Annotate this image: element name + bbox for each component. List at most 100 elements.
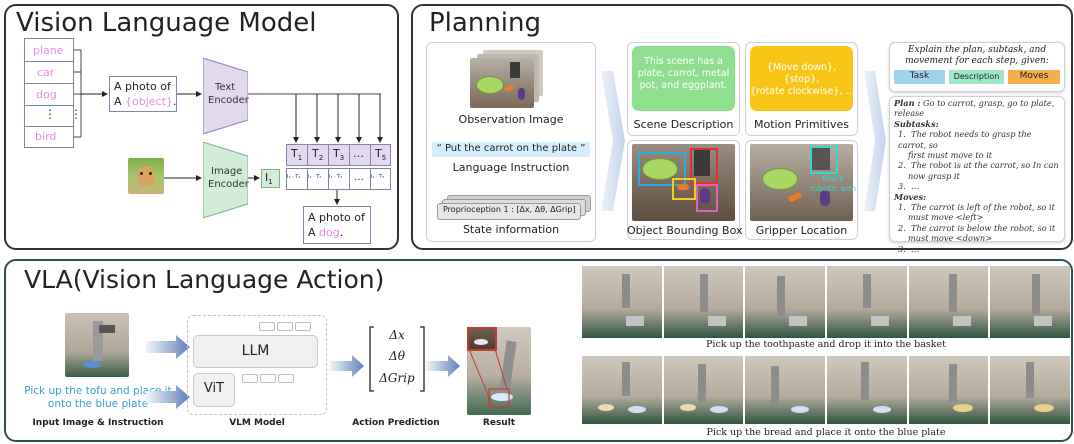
result-line2: A dog. (308, 226, 344, 239)
dog-photo (128, 158, 164, 194)
move-2-line-1: The carrot is below the robot, so it (911, 222, 1056, 233)
subtasks-label: Subtasks: (894, 118, 939, 129)
move-2-line-2: must move <down> (908, 233, 993, 244)
vlm-panel: Vision Language Model plane car dog ⋮ bi… (4, 4, 399, 250)
prompt-line2: A {object}. (114, 95, 177, 108)
gripper-photo (750, 144, 853, 221)
frame-bottom-4 (827, 356, 907, 424)
i1-token (261, 169, 280, 188)
frame-top-6 (990, 266, 1071, 338)
prompt-box (109, 76, 177, 112)
vla-result-label: Result (482, 418, 516, 428)
image-encoder-l2: Encoder (208, 179, 249, 190)
proprio-box (437, 203, 581, 220)
planning-flow-arrow-2 (864, 71, 886, 211)
motion-box (750, 46, 853, 111)
t-token-dots: … (353, 147, 364, 160)
planning-panel: Planning Observation Image “ Put the car… (411, 4, 1073, 254)
motion-line1: {Move down}, (766, 62, 837, 73)
image-encoder (203, 142, 248, 218)
t-row (286, 144, 391, 166)
vla-arrow-to-result (426, 355, 460, 377)
gripper-label: Gripper Location (755, 224, 848, 237)
plan-text: Go to carrot, grasp, go to plate, releas… (894, 98, 1055, 119)
motion-label: Motion Primitives (754, 118, 849, 131)
vla-instruction: Pick up the tofu and place it onto the b… (24, 385, 172, 410)
motion-line3: {rotate clockwise}, … (750, 86, 855, 97)
tag-task (894, 70, 945, 84)
subtask-3-line-1: … (911, 181, 920, 192)
i1-label: I (265, 171, 269, 184)
vlm-model-box (187, 315, 327, 415)
action-dx: Δx (389, 328, 405, 342)
vla-zoom-lines (468, 348, 510, 408)
frame-top-3 (745, 266, 826, 338)
label-dots: ⋮ (44, 107, 56, 121)
filmstrip-top (582, 266, 1071, 338)
prompt-line1: A photo of (114, 80, 171, 93)
vit-block (193, 373, 235, 407)
tag-moves (1008, 70, 1060, 84)
move-1-line-2: must move <left> (908, 212, 984, 223)
text-encoder-l2: Encoder (208, 95, 249, 106)
planning-title: Planning (429, 8, 541, 38)
instruction-label: Language Instruction (452, 161, 570, 174)
label-car: car (37, 66, 55, 79)
scene-label: Scene Description (633, 118, 734, 131)
side-dots: ⋮ (70, 107, 82, 121)
bbox-photo (632, 144, 735, 221)
tag-desc-text: Description (953, 72, 1000, 81)
bbox-label: Object Bounding Box (627, 224, 743, 237)
t-token-1: T1 (291, 147, 303, 163)
move-3-line-1: … (911, 243, 920, 254)
vla-input-photo (65, 313, 129, 377)
vlm-title: Vision Language Model (16, 8, 317, 38)
state-label: State information (462, 223, 560, 236)
tag-desc (949, 70, 1004, 84)
label-stack (24, 38, 74, 148)
product-2: I₁ · T₂ (308, 174, 322, 180)
result-box (303, 206, 371, 244)
text-encoder (203, 58, 248, 134)
output-answer: Plan : Go to carrot, grasp, go to plate,… (894, 98, 1062, 254)
action-label: Action Prediction (352, 418, 440, 428)
product-1: I₁ · T₁ (287, 174, 301, 180)
llm-block (193, 335, 318, 368)
frame-top-2 (663, 266, 744, 338)
vla-input-label: Input Image & Instruction (32, 418, 164, 428)
subtask-1-line-1: The robot needs to grasp the carrot, so (898, 129, 1032, 150)
output-prompt-header: Explain the plan, subtask, and movement … (905, 45, 1049, 66)
subtask-2-line-2: now grasp it (908, 170, 960, 181)
proprio-text: Proprioception 1 : [Δx, Δθ, ΔGrip] (443, 205, 576, 214)
frame-bottom-2 (663, 356, 744, 424)
label-bird: bird (35, 130, 57, 143)
observation-photo (470, 58, 534, 108)
motion-line2: {stop}, (783, 74, 820, 85)
gripper-overlay-text: Black robotic arm (809, 174, 857, 193)
product-dots: … (354, 172, 364, 183)
product-5: I₁ · T₅ (371, 174, 385, 180)
frame-bottom-6 (990, 356, 1071, 424)
scene-desc-text: This scene has a plate, carrot, metal po… (637, 56, 730, 91)
planning-flow-arrow-1 (601, 71, 625, 211)
product-3: I₁ · T₃ (329, 174, 343, 180)
action-dgrip: ΔGrip (379, 371, 415, 385)
instruction-text: “ Put the carrot on the plate ” (436, 143, 586, 154)
action-dtheta: Δθ (389, 349, 405, 363)
filmstrip-bottom (582, 356, 1071, 424)
frame-bottom-1 (582, 356, 662, 424)
subtask-1-line-2: first must move to it (908, 150, 993, 161)
subtask-2-line-1: The robot is at the carrot, so In can (911, 160, 1059, 171)
observation-label: Observation Image (458, 113, 564, 126)
vla-result-zoom (467, 327, 497, 351)
label-dog: dog (36, 88, 57, 101)
t-token-2: T2 (312, 147, 324, 163)
text-encoder-l1: Text (215, 82, 236, 93)
frame-top-4 (827, 266, 907, 338)
frame-top-1 (582, 266, 662, 338)
move-1-line-1: The carrot is left of the robot, so it (911, 202, 1055, 213)
instruction-bar (432, 142, 590, 157)
vla-title: VLA(Vision Language Action) (24, 265, 385, 294)
frame-top-5 (908, 266, 989, 338)
frame-bottom-3 (745, 356, 826, 424)
